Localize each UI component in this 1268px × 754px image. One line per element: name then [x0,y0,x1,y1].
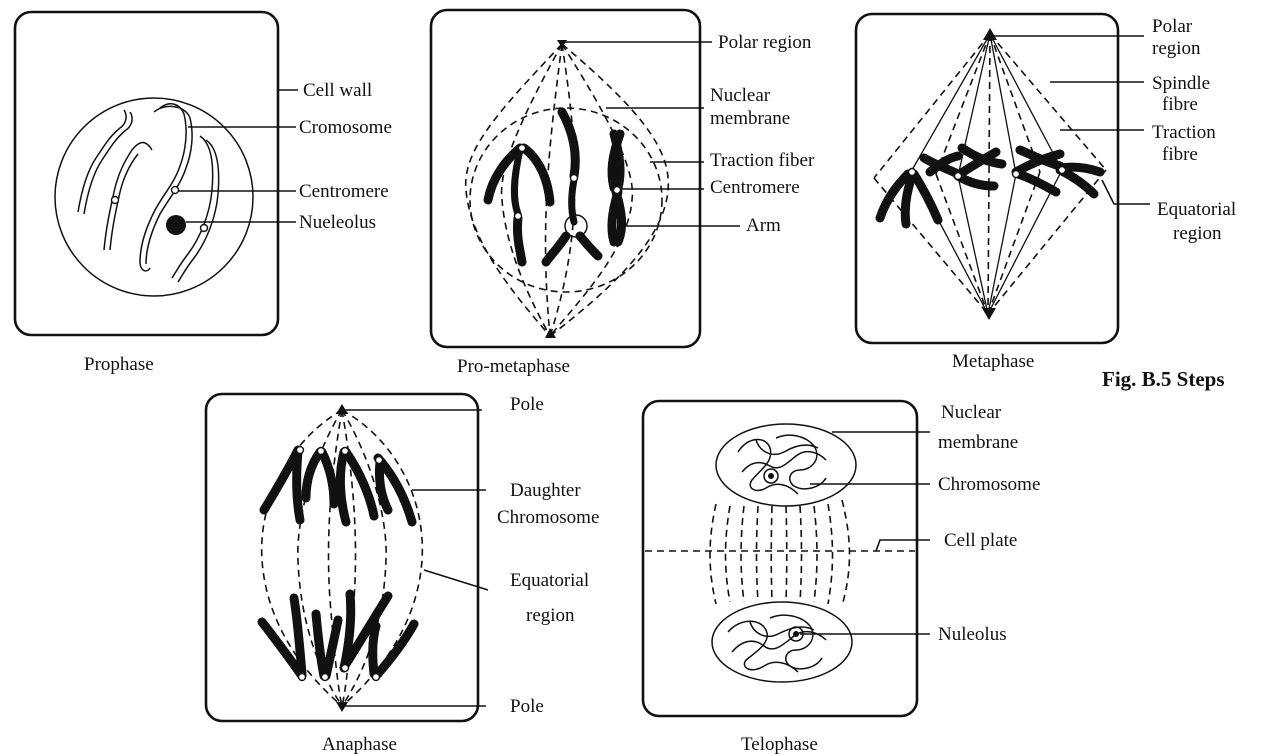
metaphase-panel: Polar region Spindle fibre Traction fibr… [856,14,1236,372]
label-nucleolus: Nuleolus [938,624,1007,645]
label-equatorial-region: Equatorial [510,570,589,591]
anaphase-centromere-dot [373,674,380,681]
metaphase-centromere-dot [1059,167,1066,174]
prophase-panel: Cell wall Cromosome Centromere Nueleolus… [15,12,392,375]
prometaphase-centromere-dot [515,213,522,220]
prophase-centromere-dot [201,225,208,232]
telophase-lower-nucleolus-core [793,631,799,637]
metaphase-centromere-dot [1013,171,1020,178]
label-daughter-chromosome: Daughter [510,480,581,501]
prometaphase-centromere-dot [614,187,621,194]
anaphase-top-pole [336,404,348,414]
label-daughter-chromosome: Chromosome [497,507,599,528]
label-centromere: Centromere [299,181,389,202]
telophase-upper-nucleolus-core [768,473,774,479]
anaphase-centromere-dot [322,674,329,681]
metaphase-top-pole [983,28,997,40]
prometaphase-centromere-dot [519,145,526,152]
label-polar-region: Polar [1152,16,1193,37]
label-cell-wall: Cell wall [303,80,372,101]
anaphase-centromere-dot [297,447,304,454]
caption-telophase: Telophase [741,734,818,754]
prophase-centromere-dot [112,197,119,204]
telophase-lower-nucleus [712,602,852,682]
telophase-lower-chromatin [728,615,826,672]
label-chromosome: Cromosome [299,117,392,138]
telophase-panel: Nuclear membrane Chromosome Cell plate N… [643,401,1040,754]
metaphase-centromere-dot [909,169,916,176]
prometaphase-spindle [466,44,669,336]
anaphase-centromere-dot [342,448,349,455]
label-equatorial-region: Equatorial [1157,199,1236,220]
label-polar-region: region [1152,38,1201,59]
prophase-centromere-dot [172,187,179,194]
caption-anaphase: Anaphase [322,734,397,754]
label-polar-region: Polar region [718,32,812,53]
telophase-upper-nucleus [716,424,856,506]
label-centromere: Centromere [710,177,800,198]
prophase-nucleolus [166,215,186,235]
figure-caption-fragment: Fig. B.5 Steps [1102,367,1225,391]
leader-line [876,540,930,551]
prophase-cell-wall [15,12,278,335]
label-traction-fibre: Traction [1152,122,1216,143]
anaphase-chromosomes [262,450,414,676]
label-cell-plate: Cell plate [944,530,1017,551]
caption-metaphase: Metaphase [952,351,1034,372]
metaphase-chromosomes [880,148,1100,224]
label-pole-bottom: Pole [510,696,544,717]
leader-line [1102,180,1150,204]
telophase-upper-chromatin [738,435,826,494]
prometaphase-panel: Polar region Nuclear membrane Traction f… [431,10,815,377]
anaphase-panel: Pole Daughter Chromosome Equatorial regi… [206,394,599,754]
anaphase-centromere-dot [318,448,325,455]
prometaphase-chromosomes [488,112,622,262]
prometaphase-centromere-dot [571,175,578,182]
label-traction-fiber: Traction fiber [710,150,815,171]
metaphase-bottom-pole [982,308,996,320]
label-nuclear-membrane: membrane [710,108,790,129]
metaphase-centromere-dot [955,173,962,180]
label-nuclear-membrane: Nuclear [941,402,1002,423]
label-nuclear-membrane: Nuclear [710,85,771,106]
label-chromosome: Chromosome [938,474,1040,495]
prophase-chromosomes [78,104,219,282]
anaphase-centromere-dot [299,674,306,681]
anaphase-centromere-dot [342,665,349,672]
label-arm: Arm [746,215,781,236]
telophase-spindle-remnants [710,500,850,606]
label-equatorial-region: region [526,605,575,626]
label-pole-top: Pole [510,394,544,415]
label-nuclear-membrane: membrane [938,432,1018,453]
telophase-cell-wall [643,401,917,716]
caption-prometaphase: Pro-metaphase [457,356,570,377]
anaphase-bottom-pole [336,702,348,712]
label-equatorial-region: region [1173,223,1222,244]
label-traction-fibre: fibre [1162,144,1198,165]
label-nucleolus: Nueleolus [299,212,376,233]
caption-prophase: Prophase [84,354,154,375]
label-spindle-fibre: Spindle [1152,73,1210,94]
anaphase-centromere-dot [376,457,383,464]
label-spindle-fibre: fibre [1162,94,1198,115]
